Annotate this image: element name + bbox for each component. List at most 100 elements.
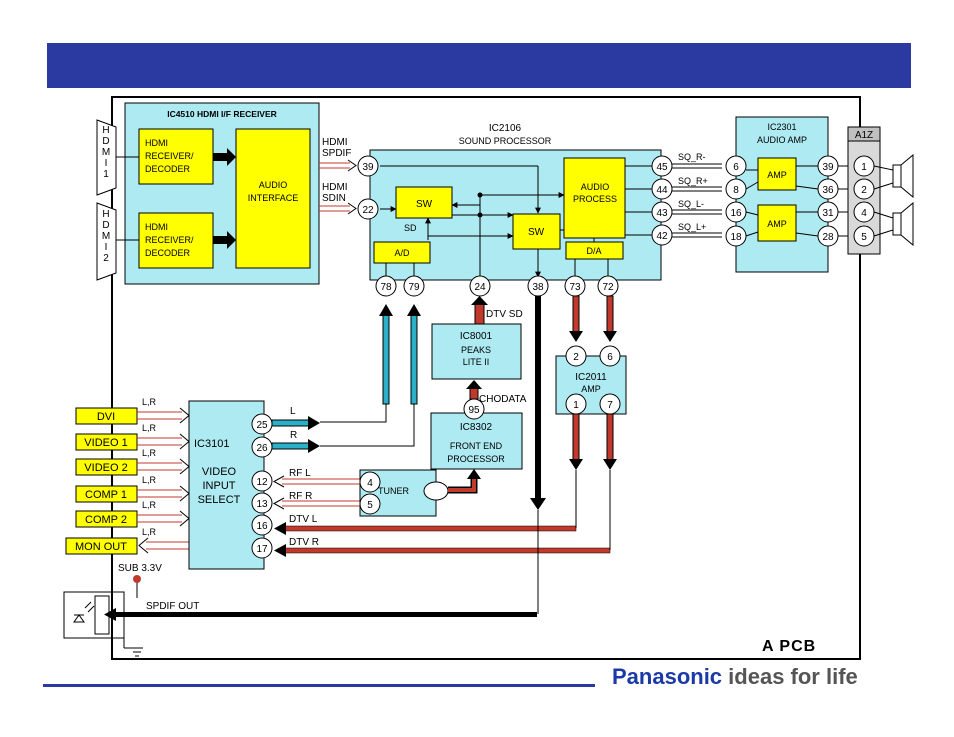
dtv-r-label: DTV R <box>289 537 319 548</box>
brand-logo: Panasonic ideas for life <box>612 664 858 690</box>
amp-pin-28-label: 28 <box>822 232 834 243</box>
dtv-sd-label: DTV SD <box>486 309 523 320</box>
hdmi-spdif-line2: SPDIF <box>322 148 351 159</box>
amp-l-label: AMP <box>767 219 787 229</box>
audio-process-block <box>563 157 626 239</box>
pin-39-label: 39 <box>362 162 374 173</box>
amp-r-label: AMP <box>767 170 787 180</box>
rx2-line2: RECEIVER/ <box>145 235 194 245</box>
ad-block <box>373 241 431 264</box>
pin-79: 79 <box>403 275 425 297</box>
chodata-label: CHODATA <box>479 394 527 405</box>
input-comp2-label: COMP 2 <box>85 514 127 526</box>
speaker-icon <box>873 153 914 199</box>
video-pin-26-label: 26 <box>256 443 268 454</box>
sdin-arrow <box>319 202 357 215</box>
brand-slogan: ideas for life <box>728 664 858 689</box>
pin-43-label: 43 <box>656 208 668 219</box>
sub33-dot <box>133 575 141 583</box>
video-pin-26: 26 <box>251 436 273 458</box>
hdmi-sdin-line2: SDIN <box>322 193 346 204</box>
ic2011-pin-1: 1 <box>565 393 587 415</box>
amp-pin-36-label: 36 <box>822 185 834 196</box>
ic3101-desc-line2: INPUT <box>203 480 236 492</box>
audio-interface-block <box>235 128 311 269</box>
video-pin-17: 17 <box>251 537 273 559</box>
video-pin-16: 16 <box>251 514 273 536</box>
input-dvi-label: DVI <box>97 411 115 423</box>
chodata-arrow <box>466 380 482 400</box>
rx2-line1: HDMI <box>145 222 168 232</box>
pin-78-label: 78 <box>380 282 392 293</box>
ic2301-block <box>735 116 829 273</box>
pin-38: 38 <box>527 275 549 297</box>
amp-pin-31: 31 <box>817 201 839 223</box>
pin-22-label: 22 <box>362 205 374 216</box>
pin-42: 42 <box>651 224 673 246</box>
audio-if-line2: INTERFACE <box>248 193 299 203</box>
connector-pin-1-label: 1 <box>861 162 867 173</box>
input-arrows <box>137 407 190 554</box>
video-pin-25-label: 25 <box>256 420 268 431</box>
amp-pin-28: 28 <box>817 225 839 247</box>
hdmi-spdif-line1: HDMI <box>322 137 348 148</box>
audio-process-line2: PROCESS <box>573 194 617 204</box>
footer-line <box>43 684 595 687</box>
ic2106-internal-lines <box>380 165 652 278</box>
pin-79-label: 79 <box>408 282 420 293</box>
ic4510-title: IC4510 HDMI I/F RECEIVER <box>167 109 277 119</box>
input-comp2: COMP 2 <box>75 510 138 528</box>
video-pin-13-label: 13 <box>256 499 268 510</box>
spdif-out-label: SPDIF OUT <box>146 601 199 612</box>
sw-2-label: SW <box>528 227 545 238</box>
lr-out-arrows <box>271 416 320 453</box>
pin-38-thick-arrow <box>530 296 546 510</box>
output-mon-out-label: MON OUT <box>75 541 127 553</box>
dtv-l-label: DTV L <box>289 514 318 525</box>
sub33-label: SUB 3.3V <box>118 563 162 574</box>
sq-label-l-plus: SQ_L+ <box>678 222 706 232</box>
tuner-output-oval <box>423 481 449 501</box>
ic8302-name: IC8302 <box>460 422 493 433</box>
pin-45: 45 <box>651 155 673 177</box>
input-video1: VIDEO 1 <box>75 433 138 451</box>
ic2106-desc: SOUND PROCESSOR <box>459 136 552 146</box>
amp-pin-6-label: 6 <box>733 162 739 173</box>
pin-72-label: 72 <box>602 282 614 293</box>
rx1-line1: HDMI <box>145 138 168 148</box>
signal-r-label: R <box>290 430 297 441</box>
input-comp1-label: COMP 1 <box>85 489 127 501</box>
pin-43: 43 <box>651 201 673 223</box>
ic2011-pin-7: 7 <box>599 393 621 415</box>
video-pin-12-label: 12 <box>256 477 268 488</box>
connector-pin-1: 1 <box>853 155 875 177</box>
ic3101-name: IC3101 <box>194 438 229 450</box>
sq-label-r-plus: SQ_R+ <box>678 176 708 186</box>
pin-38-label: 38 <box>532 282 544 293</box>
rx1-line2: RECEIVER/ <box>145 151 194 161</box>
lr-label-comp1: L,R <box>142 475 157 485</box>
hdmi-thick-arrow-2 <box>213 231 236 249</box>
lr-label-video2: L,R <box>142 448 157 458</box>
ic8001-desc-line2: LITE II <box>463 357 490 367</box>
lr-label-video1: L,R <box>142 423 157 433</box>
ic2011-pin-6: 6 <box>599 345 621 367</box>
output-mon-out: MON OUT <box>65 537 138 555</box>
amp-pin-31-label: 31 <box>822 208 834 219</box>
video-pin-25: 25 <box>251 413 273 435</box>
spdif-arrow <box>319 159 357 172</box>
pin-24: 24 <box>469 275 491 297</box>
audio-if-line1: AUDIO <box>259 180 288 190</box>
sw-1 <box>395 186 453 219</box>
ic8001-name: IC8001 <box>460 331 493 342</box>
ic3101-desc-line1: VIDEO <box>202 466 237 478</box>
